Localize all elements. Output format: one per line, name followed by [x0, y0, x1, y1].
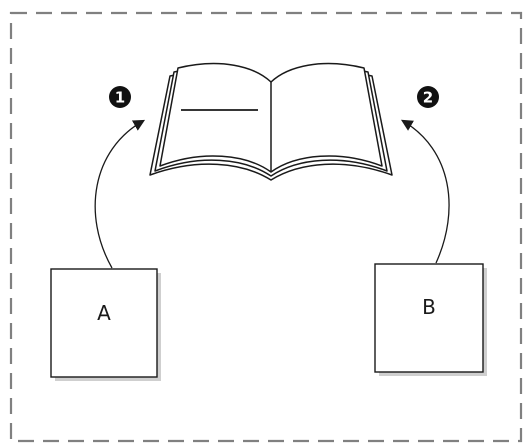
- box-a: A: [50, 268, 161, 381]
- box-b: B: [374, 263, 487, 376]
- box-b-frame: [374, 263, 484, 373]
- box-a-frame: [50, 268, 158, 378]
- arrow-a-to-book: [94, 119, 146, 269]
- step-2-circle: [417, 86, 439, 108]
- box-b-label: B: [422, 295, 436, 319]
- box-a-label: A: [97, 301, 111, 325]
- dashed-boundary: [9, 11, 523, 443]
- step-1-marker: 1: [109, 86, 131, 108]
- step-2-number: 2: [423, 89, 433, 107]
- arrow-b-to-book: [400, 119, 450, 264]
- step-1-number: 1: [115, 89, 125, 107]
- open-book-icon: [149, 62, 393, 181]
- step-2-marker: 2: [417, 86, 439, 108]
- step-1-circle: [109, 86, 131, 108]
